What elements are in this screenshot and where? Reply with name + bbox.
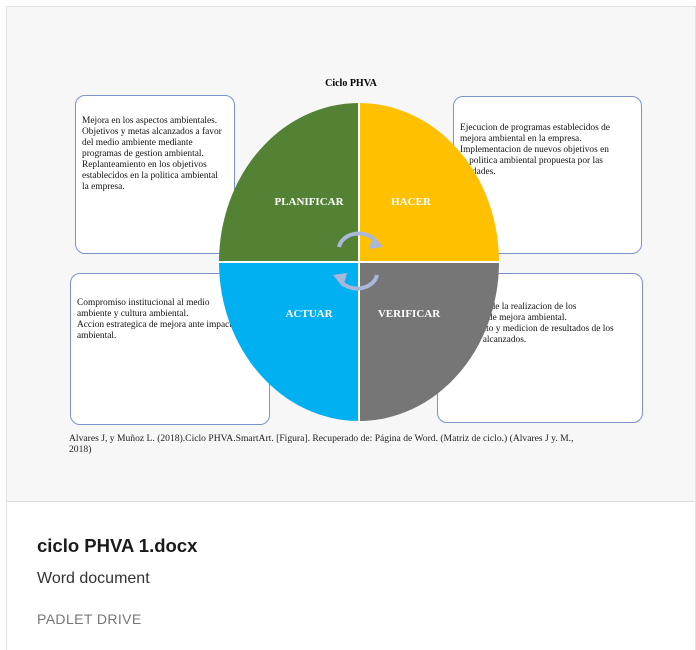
attachment-card[interactable]: Ciclo PHVA Mejora en los aspectos ambien…: [6, 6, 696, 650]
file-source: PADLET DRIVE: [37, 611, 142, 627]
file-type: Word document: [37, 570, 150, 587]
quadrant-actuar: [219, 262, 359, 421]
quadrant-verificar: [359, 262, 499, 421]
document-preview[interactable]: Ciclo PHVA Mejora en los aspectos ambien…: [7, 7, 695, 502]
box-line: programas de mejora ambiental.: [446, 313, 567, 323]
box-line: Mejora en los aspectos ambientales.: [82, 116, 218, 126]
box-line: Compromiso institucional al medio: [77, 298, 210, 308]
box-line: Objetivos y metas alcanzados a favor: [82, 127, 222, 137]
box-line: Evaluacion de la realizacion de los: [446, 302, 577, 312]
box-line: la politica ambiental propuesta por las: [460, 156, 603, 166]
label-verificar: VERIFICAR: [378, 308, 441, 320]
caption-line-1: Alvares J, y Muñoz L. (2018).Ciclo PHVA.…: [69, 433, 574, 444]
box-line: ambiental.: [77, 331, 117, 341]
box-line: programas de gestion ambiental.: [82, 149, 204, 159]
box-line: ambiente y cultura ambiental.: [77, 309, 189, 319]
box-line: establecidos en la politica ambiental: [82, 171, 218, 181]
figure-caption: Alvares J, y Muñoz L. (2018).Ciclo PHVA.…: [69, 433, 659, 455]
label-actuar: ACTUAR: [285, 308, 333, 320]
label-hacer: HACER: [391, 196, 432, 208]
caption-line-2: 2018): [69, 444, 92, 455]
document-page: Ciclo PHVA Mejora en los aspectos ambien…: [7, 7, 695, 501]
phva-cycle-diagram: PLANIFICAR HACER ACTUAR VERIFICAR: [219, 103, 499, 421]
quadrant-hacer: [359, 103, 499, 262]
box-line: Accion estrategica de mejora ante impact…: [77, 320, 237, 330]
diagram-title: Ciclo PHVA: [325, 78, 377, 89]
box-line: Ejecucion de programas establecidos de: [460, 123, 610, 133]
box-line: Implementacion de nuevos objetivos en: [460, 145, 609, 155]
box-line: mejora ambiental en la empresa.: [460, 134, 582, 144]
box-top-left: Mejora en los aspectos ambientales.Objet…: [75, 95, 235, 254]
box-line: la empresa.: [82, 182, 125, 192]
box-line: unidades.: [460, 167, 496, 177]
box-line: Replanteamiento en los objetivos: [82, 160, 207, 170]
box-line: Seguimiento y medicion de resultados de …: [446, 324, 614, 334]
box-line: objetivos alcanzados.: [446, 335, 527, 345]
box-line: del medio ambiente mediante: [82, 138, 193, 148]
file-name[interactable]: ciclo PHVA 1.docx: [37, 535, 198, 556]
quadrant-planificar: [219, 103, 359, 262]
label-planificar: PLANIFICAR: [274, 196, 344, 208]
